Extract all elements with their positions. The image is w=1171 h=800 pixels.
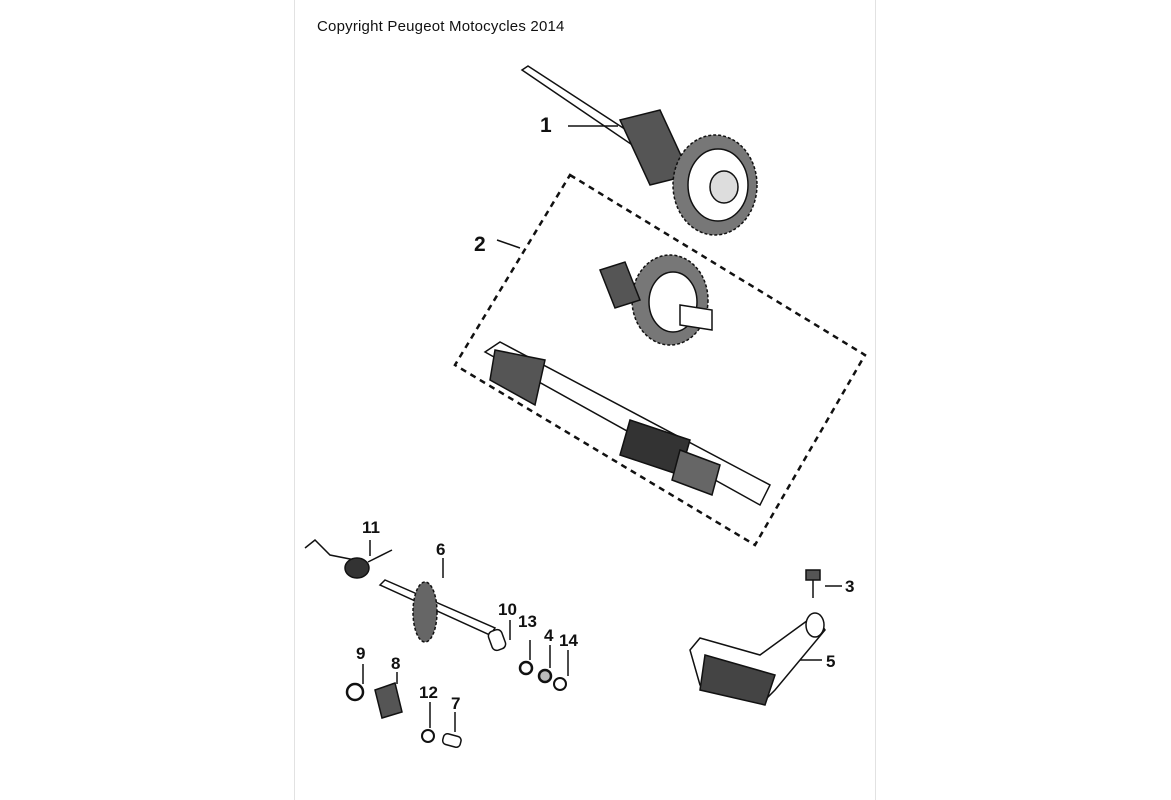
label-part-5: 5 — [826, 652, 836, 671]
label-part-12: 12 — [419, 683, 438, 702]
part-2-assembly — [453, 173, 867, 547]
label-part-6: 6 — [436, 540, 446, 559]
part-1-shaft-gear — [520, 65, 758, 236]
part-5-kick-lever — [689, 569, 842, 706]
diagram-panel — [294, 0, 876, 800]
part-6-kick-gear — [378, 558, 497, 643]
copyright-text: Copyright Peugeot Motocycles 2014 — [317, 18, 565, 35]
label-part-1: 1 — [540, 114, 552, 137]
label-part-14: 14 — [559, 631, 578, 650]
label-part-4: 4 — [544, 626, 554, 645]
label-part-3: 3 — [845, 577, 855, 596]
part-11-spring — [304, 538, 393, 579]
label-part-8: 8 — [391, 654, 401, 673]
small-parts — [345, 620, 569, 748]
label-part-9: 9 — [356, 644, 366, 663]
label-part-2: 2 — [474, 233, 486, 256]
label-part-13: 13 — [518, 612, 537, 631]
label-part-11: 11 — [362, 518, 380, 537]
label-part-7: 7 — [451, 694, 461, 713]
label-part-10: 10 — [498, 600, 517, 619]
